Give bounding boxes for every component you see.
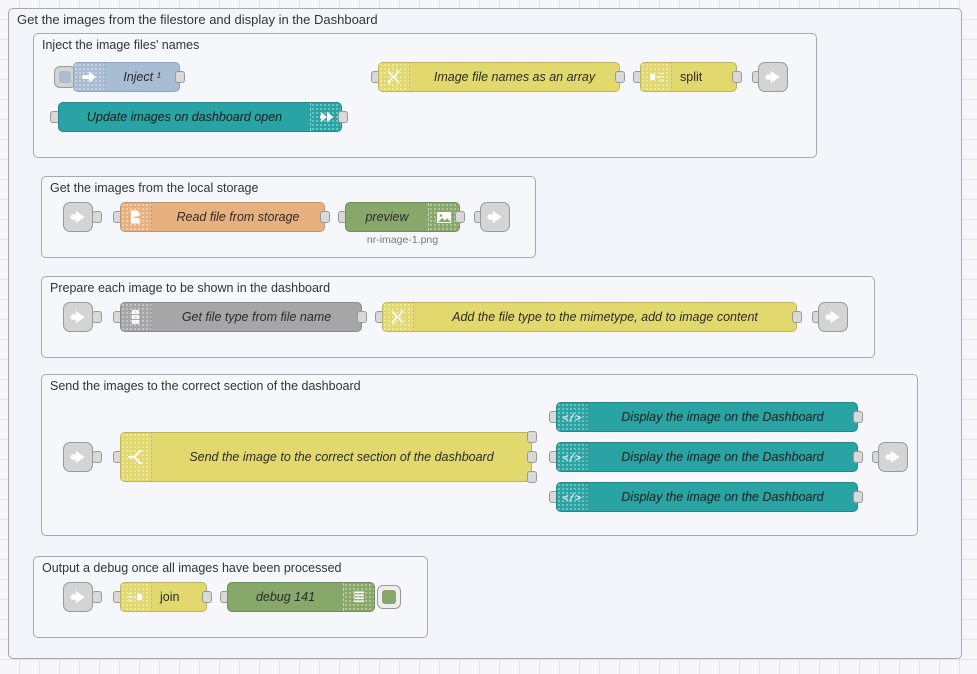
node-inject-label: Inject ¹	[123, 70, 161, 84]
node-split[interactable]: split	[640, 62, 737, 92]
group-5-label: Output a debug once all images have been…	[42, 561, 342, 575]
node-file-read-label: Read file from storage	[176, 210, 300, 224]
debug-enable-toggle-button[interactable]	[377, 585, 401, 609]
node-template-display-3[interactable]: </> Display the image on the Dashboard	[556, 482, 858, 512]
group-2-label: Get the images from the local storage	[50, 181, 259, 195]
link-call-output-port[interactable]	[338, 111, 348, 123]
join-icon	[121, 583, 152, 611]
link-in-5-output-port[interactable]	[92, 591, 102, 603]
template-code-icon: </>	[557, 483, 588, 511]
function-icon	[379, 63, 410, 91]
group-inject-image-file-names[interactable]	[33, 33, 817, 158]
link-in-2-output-port[interactable]	[92, 211, 102, 223]
svg-text:</>: </>	[563, 451, 581, 464]
node-image-preview[interactable]: preview	[345, 202, 460, 232]
template-1-output-port[interactable]	[853, 411, 863, 423]
link-in-icon	[70, 310, 85, 324]
switch-output-port-1[interactable]	[527, 431, 537, 443]
node-debug[interactable]: debug 141	[227, 582, 375, 612]
node-template-2-label: Display the image on the Dashboard	[621, 450, 824, 464]
join-output-port[interactable]	[202, 591, 212, 603]
split-output-port[interactable]	[732, 71, 742, 83]
node-template-display-2[interactable]: </> Display the image on the Dashboard	[556, 442, 858, 472]
node-function-mimetype[interactable]: Add the file type to the mimetype, add t…	[382, 302, 797, 332]
inject-arrow-icon	[74, 63, 105, 91]
template-code-icon: </>	[557, 443, 588, 471]
template-3-output-port[interactable]	[853, 491, 863, 503]
svg-text:B: B	[134, 315, 137, 319]
link-out-icon	[885, 450, 900, 464]
node-link-call-label: Update images on dashboard open	[86, 110, 283, 124]
link-in-icon	[70, 210, 85, 224]
inject-trigger-button[interactable]	[54, 66, 76, 88]
node-link-in-2[interactable]	[63, 202, 93, 232]
change-abc-icon: A B C	[121, 303, 152, 331]
inject-output-port[interactable]	[175, 71, 185, 83]
link-out-icon	[765, 70, 780, 84]
function-icon	[383, 303, 414, 331]
function-array-output-port[interactable]	[615, 71, 625, 83]
node-join[interactable]: join	[120, 582, 207, 612]
node-link-in-5[interactable]	[63, 582, 93, 612]
node-inject[interactable]: Inject ¹	[73, 62, 180, 92]
debug-toggle-indicator	[382, 590, 396, 604]
switch-icon	[121, 433, 152, 481]
file-icon	[121, 203, 152, 231]
node-change-label: Get file type from file name	[181, 310, 332, 324]
node-link-in-3[interactable]	[63, 302, 93, 332]
svg-text:</>: </>	[563, 491, 581, 504]
preview-output-port[interactable]	[455, 211, 465, 223]
node-join-label: join	[160, 590, 180, 604]
svg-text:C: C	[134, 320, 137, 324]
node-template-display-1[interactable]: </> Display the image on the Dashboard	[556, 402, 858, 432]
node-link-out-3[interactable]	[818, 302, 848, 332]
node-switch-label: Send the image to the correct section of…	[189, 450, 494, 464]
link-in-4-output-port[interactable]	[92, 451, 102, 463]
node-template-3-label: Display the image on the Dashboard	[621, 490, 824, 504]
group-1-label: Inject the image files' names	[42, 38, 200, 52]
node-link-out-2[interactable]	[480, 202, 510, 232]
node-split-label: split	[680, 70, 703, 84]
node-change-get-file-type[interactable]: A B C Get file type from file name	[120, 302, 362, 332]
link-in-3-output-port[interactable]	[92, 311, 102, 323]
node-template-1-label: Display the image on the Dashboard	[621, 410, 824, 424]
link-in-icon	[70, 590, 85, 604]
switch-output-port-2[interactable]	[527, 451, 537, 463]
change-output-port[interactable]	[357, 311, 367, 323]
svg-text:A: A	[134, 310, 137, 314]
node-link-call-update-images[interactable]: Update images on dashboard open	[58, 102, 342, 132]
link-out-arrow-icon	[310, 103, 341, 131]
template-2-output-port[interactable]	[853, 451, 863, 463]
outer-group-label: Get the images from the filestore and di…	[17, 12, 378, 27]
node-function-mime-label: Add the file type to the mimetype, add t…	[452, 310, 758, 324]
debug-lines-icon	[343, 583, 374, 611]
node-function-array-label: Image file names as an array	[433, 70, 596, 84]
image-icon	[428, 203, 459, 231]
group-3-label: Prepare each image to be shown in the da…	[50, 281, 331, 295]
node-link-out-1[interactable]	[758, 62, 788, 92]
link-out-icon	[825, 310, 840, 324]
template-code-icon: </>	[557, 403, 588, 431]
node-preview-sublabel: nr-image-1.png	[366, 234, 439, 246]
split-icon	[641, 63, 672, 91]
link-in-icon	[70, 450, 85, 464]
group-4-label: Send the images to the correct section o…	[50, 379, 361, 393]
node-link-out-4[interactable]	[878, 442, 908, 472]
function-mime-output-port[interactable]	[792, 311, 802, 323]
node-function-image-file-names[interactable]: Image file names as an array	[378, 62, 620, 92]
file-read-output-port[interactable]	[320, 211, 330, 223]
node-file-read[interactable]: Read file from storage	[120, 202, 325, 232]
switch-output-port-3[interactable]	[527, 471, 537, 483]
node-switch-send-image[interactable]: Send the image to the correct section of…	[120, 432, 532, 482]
node-link-in-4[interactable]	[63, 442, 93, 472]
svg-text:</>: </>	[563, 411, 581, 424]
inject-button-indicator	[59, 71, 71, 83]
link-out-icon	[487, 210, 502, 224]
node-preview-label: preview	[365, 210, 409, 224]
node-debug-label: debug 141	[255, 590, 316, 604]
